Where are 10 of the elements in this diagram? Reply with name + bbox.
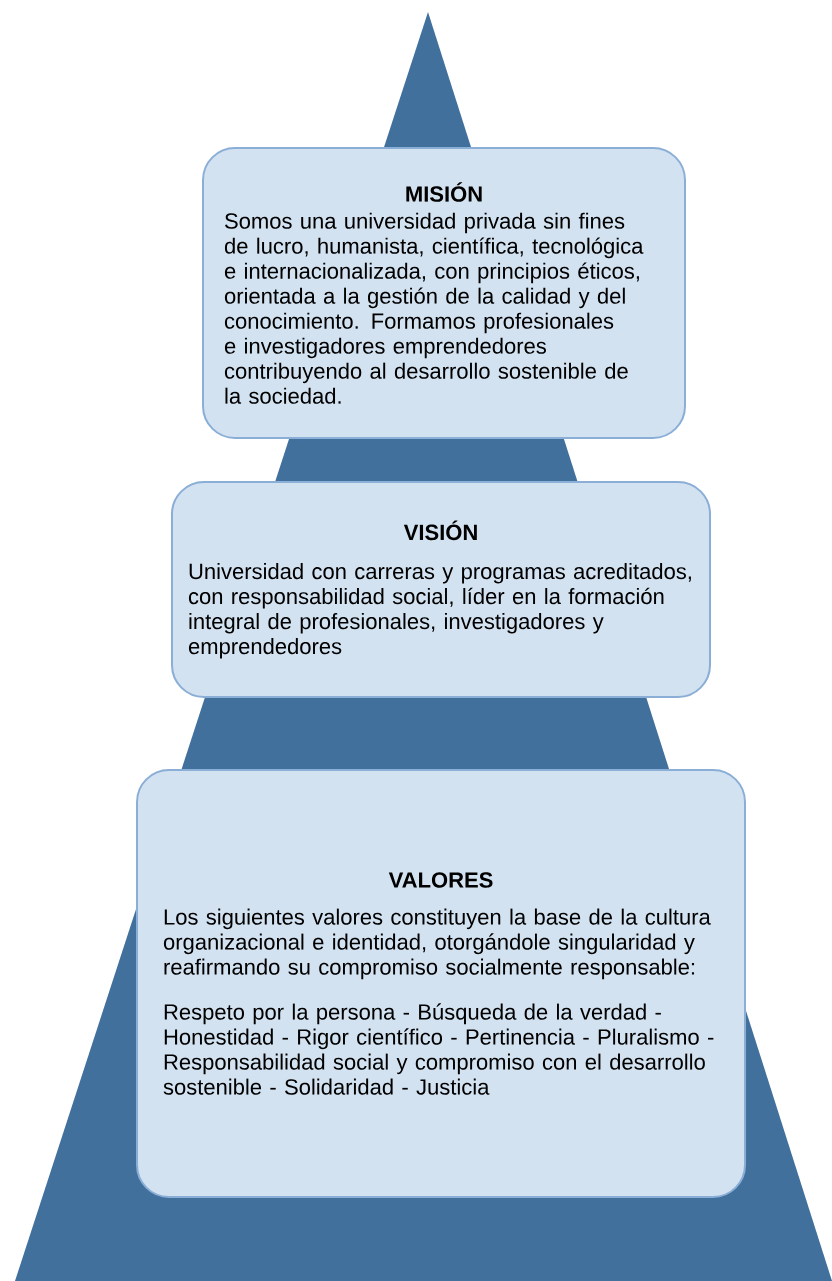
rounded-box [171, 481, 711, 698]
box-text: Los siguientes valores constituyen la base de la cultura organizacional e identidad, otorgándole singularidad y reafirmando su compromiso socialmente responsable: [163, 908, 711, 980]
box-text: Universidad con carreras y programas acreditados, con responsabilidad social, líder en la formación integral de profesionales, investigadores y emprendedores [188, 563, 691, 659]
rounded-box [136, 769, 746, 1198]
rounded-box [202, 147, 686, 439]
box-heading: MISIÓN [406, 182, 482, 202]
box-text: Respeto por la persona - Búsqueda de la verdad - Honestidad - Rigor científico - Pertinencia - Pluralismo - Responsabilidad social y compromiso con el desarrollo sostenible - Solidaridad - Justicia [163, 1003, 714, 1095]
box-heading: VALORES [388, 872, 493, 888]
box-heading: VISIÓN [403, 520, 477, 541]
box-text: Somos una universidad privada sin fines de lucro, humanista, científica, tecnológica e internacionalizada, con principios éticos, orientada a la gestión de la calidad y del conocimiento. Formamos profesionales e investigadores emprendedores contribuyendo al desarrollo sostenible de la sociedad. [224, 212, 644, 404]
